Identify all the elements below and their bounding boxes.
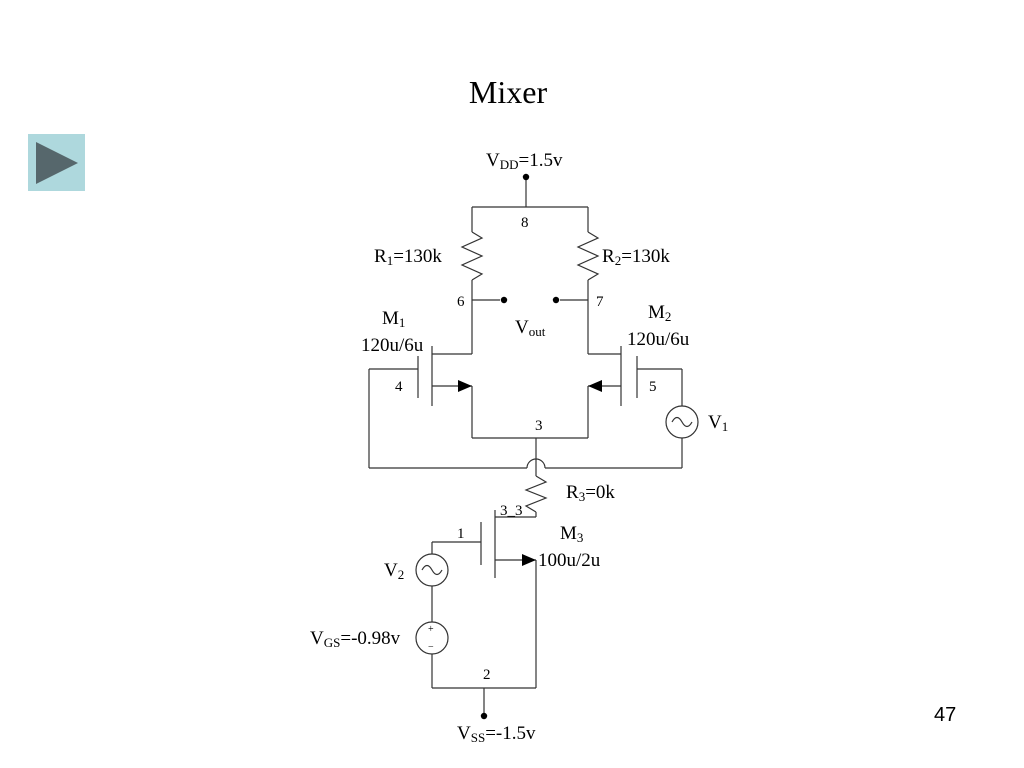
m3-size-label: 100u/2u <box>538 550 601 571</box>
m1-size-label: 120u/6u <box>361 335 424 356</box>
node-label-1: 1 <box>457 526 465 542</box>
vgs-plus-sign: + <box>428 624 434 635</box>
m2-size-label: 120u/6u <box>627 329 690 350</box>
m1-name-label: M1 <box>382 308 405 330</box>
vout-label: Vout <box>515 317 546 339</box>
page-number: 47 <box>934 704 957 726</box>
node-label-5: 5 <box>649 379 657 395</box>
circuit-wires <box>368 178 699 716</box>
r3-label: R3=0k <box>566 482 615 504</box>
r2-label: R2=130k <box>602 246 670 268</box>
node-label-3: 3 <box>535 418 543 434</box>
node-label-7: 7 <box>596 294 604 310</box>
v2-label: V2 <box>384 560 404 582</box>
play-icon <box>36 142 78 184</box>
m2-name-label: M2 <box>648 302 671 324</box>
v1-label: V1 <box>708 412 728 434</box>
node-label-2: 2 <box>483 667 491 683</box>
vss-label: VSS=-1.5v <box>457 723 536 745</box>
vdd-label: VDD=1.5v <box>486 150 563 172</box>
node-label-4: 4 <box>395 379 403 395</box>
vgs-minus-sign: − <box>428 642 434 653</box>
node-label-3-3: 3_3 <box>500 503 523 519</box>
slide-title: Mixer <box>468 74 548 110</box>
vgs-label: VGS=-0.98v <box>310 628 401 650</box>
r1-label: R1=130k <box>374 246 442 268</box>
node-label-6: 6 <box>457 294 465 310</box>
circuit-arrows-and-terminals <box>458 173 602 720</box>
m3-name-label: M3 <box>560 523 583 545</box>
play-button[interactable] <box>28 134 85 191</box>
node-label-8: 8 <box>521 215 529 231</box>
